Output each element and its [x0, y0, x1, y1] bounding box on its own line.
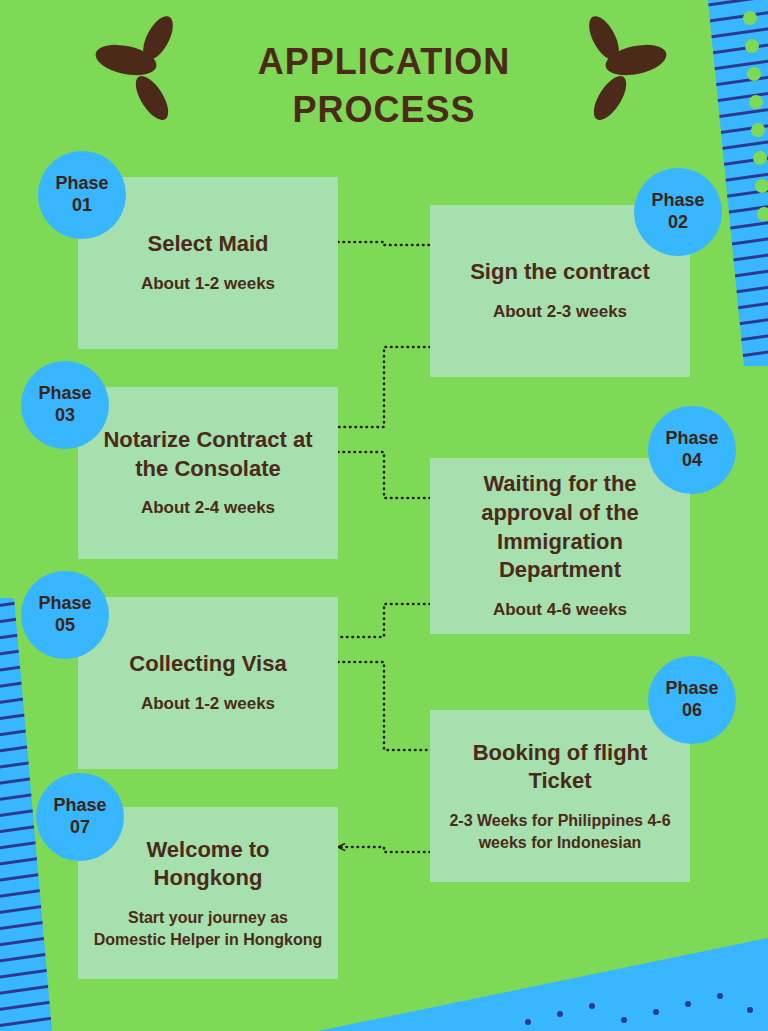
dotted-connector — [338, 604, 430, 637]
phase-badge: Phase 04 — [648, 406, 736, 494]
process-box: Booking of flight Ticket 2-3 Weeks for Ph… — [430, 710, 690, 882]
phase-label: Phase 02 — [647, 190, 709, 233]
dotted-connector — [338, 242, 430, 245]
phase-badge: Phase 06 — [648, 656, 736, 744]
step-duration: About 4-6 weeks — [493, 599, 627, 622]
phase-badge: Phase 01 — [38, 151, 126, 239]
diagram-title: APPLICATION PROCESS — [214, 38, 554, 134]
stripe-pattern — [708, 0, 768, 366]
badge-fill — [21, 571, 109, 659]
badge-fill — [21, 361, 109, 449]
phase-label: Phase 06 — [661, 678, 723, 721]
badge-fill — [38, 151, 126, 239]
dotted-connector — [338, 347, 430, 427]
step-heading: Collecting Visa — [129, 650, 286, 679]
step-duration: About 2-3 weeks — [493, 301, 627, 324]
petal-ornament — [583, 12, 669, 125]
phase-label: Phase 04 — [661, 428, 723, 471]
process-box: Notarize Contract at the ConsolateAbout … — [78, 387, 338, 559]
step-duration: About 2-4 weeks — [141, 497, 275, 520]
dotted-connector — [338, 662, 430, 750]
dotted-connector — [338, 452, 430, 498]
phase-badge: Phase 03 — [21, 361, 109, 449]
process-box: Waiting for the approval of the Immigrat… — [430, 458, 690, 634]
process-box: Collecting VisaAbout 1-2 weeks — [78, 597, 338, 769]
badge-fill — [634, 168, 722, 256]
step-heading: Welcome to Hongkong — [90, 836, 326, 893]
phase-label: Phase 05 — [34, 593, 96, 636]
blue-band — [708, 0, 768, 366]
step-heading: Waiting for the approval of the Immigrat… — [442, 470, 678, 584]
dot-column — [743, 11, 768, 221]
bottom-right-band — [318, 938, 768, 1031]
step-duration: About 1-2 weeks — [141, 693, 275, 716]
dot-row — [525, 993, 753, 1025]
phase-label: Phase 07 — [49, 795, 111, 838]
step-duration: Start your journey as Domestic Helper in… — [90, 907, 326, 950]
step-duration: About 1-2 weeks — [141, 273, 275, 296]
step-duration: 2-3 Weeks for Philippines 4-6 weeks for … — [442, 810, 678, 853]
badge-fill — [648, 656, 736, 744]
phase-badge: Phase 02 — [634, 168, 722, 256]
step-heading: Booking of flight Ticket — [442, 739, 678, 796]
phase-badge: Phase 07 — [36, 773, 124, 861]
top-right-band — [708, 0, 768, 366]
badge-fill — [648, 406, 736, 494]
step-heading: Notarize Contract at the Consolate — [90, 426, 326, 483]
phase-label: Phase 03 — [34, 383, 96, 426]
petal-ornament — [93, 12, 179, 125]
phase-label: Phase 01 — [51, 173, 113, 216]
badge-fill — [36, 773, 124, 861]
phase-badge: Phase 05 — [21, 571, 109, 659]
step-heading: Sign the contract — [470, 258, 650, 287]
dotted-connector — [338, 847, 430, 852]
step-heading: Select Maid — [147, 230, 268, 259]
blue-band — [318, 938, 768, 1031]
